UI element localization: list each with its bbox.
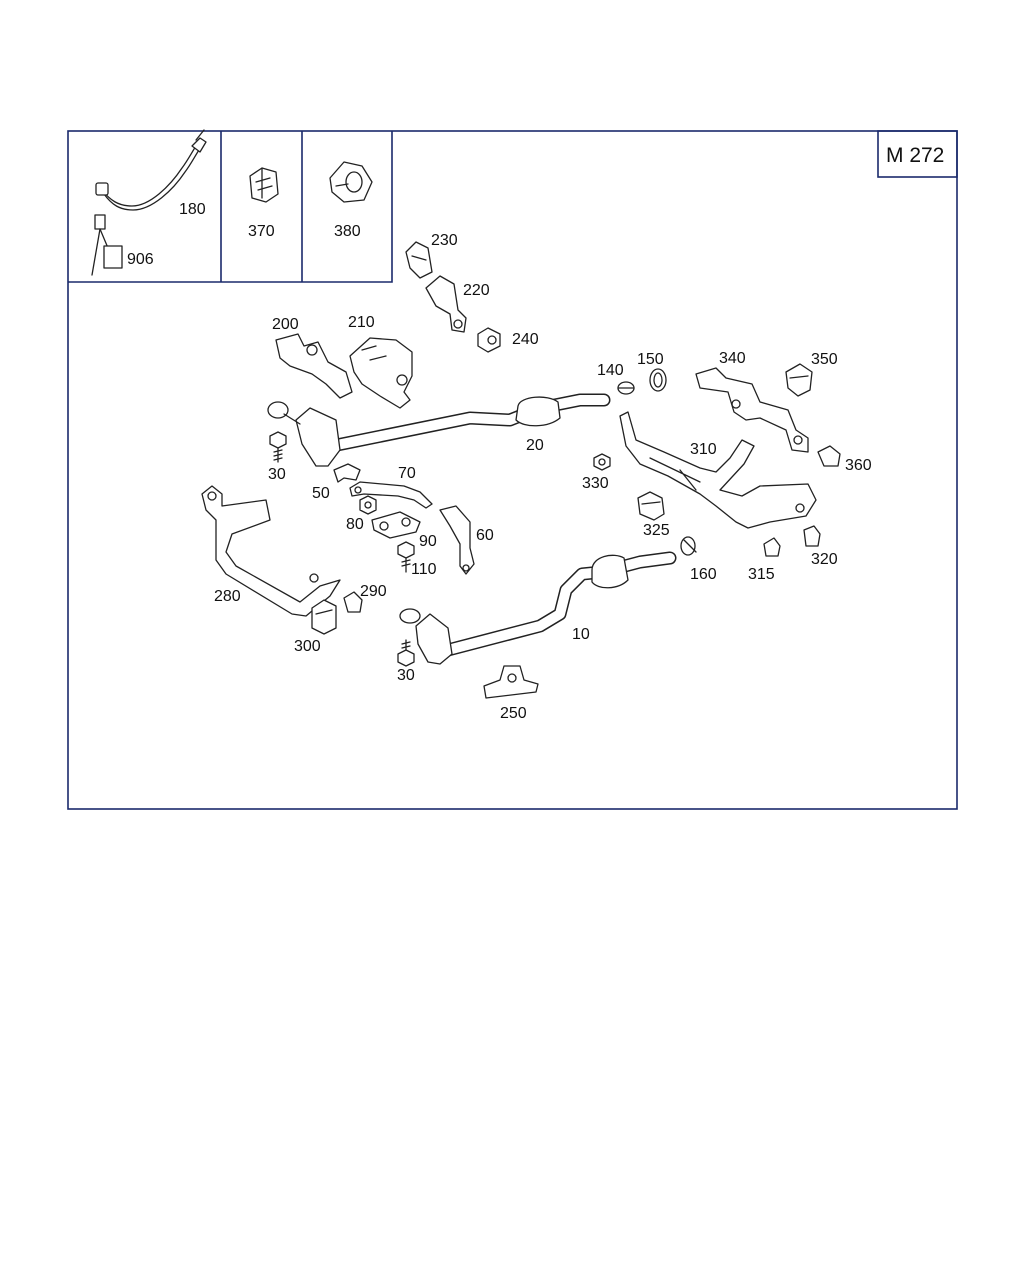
label-50: 50 xyxy=(312,485,330,502)
part-50-clamp[interactable] xyxy=(333,463,361,483)
label-60: 60 xyxy=(476,527,494,544)
part-20-exhaust-pipe[interactable] xyxy=(267,393,611,467)
part-340-bracket[interactable] xyxy=(695,367,809,453)
label-315: 315 xyxy=(748,566,775,583)
part-250-hanger[interactable] xyxy=(483,665,539,699)
part-30-bolt-upper[interactable] xyxy=(269,431,287,463)
label-210: 210 xyxy=(348,314,375,331)
part-210-bracket[interactable] xyxy=(349,337,413,409)
label-290: 290 xyxy=(360,583,387,600)
part-280-bracket[interactable] xyxy=(201,485,341,617)
part-906-connector[interactable] xyxy=(91,214,123,276)
part-180-oxygen-sensor[interactable] xyxy=(95,129,207,211)
label-300: 300 xyxy=(294,638,321,655)
label-380: 380 xyxy=(334,223,361,240)
label-250: 250 xyxy=(500,705,527,722)
label-360: 360 xyxy=(845,457,872,474)
part-230-bracket[interactable] xyxy=(405,241,433,279)
part-220-bracket[interactable] xyxy=(425,275,467,333)
part-315-clip[interactable] xyxy=(763,537,781,557)
label-180: 180 xyxy=(179,201,206,218)
part-200-bracket[interactable] xyxy=(275,333,353,399)
label-906: 906 xyxy=(127,251,154,268)
label-90: 90 xyxy=(419,533,437,550)
label-70: 70 xyxy=(398,465,416,482)
label-30-lower: 30 xyxy=(397,667,415,684)
model-code: M 272 xyxy=(886,144,944,167)
part-380-clamp[interactable] xyxy=(329,161,373,203)
label-200: 200 xyxy=(272,316,299,333)
part-110-bolt[interactable] xyxy=(397,541,415,573)
label-110: 110 xyxy=(411,561,437,578)
label-320: 320 xyxy=(811,551,838,568)
label-330: 330 xyxy=(582,475,609,492)
part-60-bracket[interactable] xyxy=(439,505,475,575)
label-30-upper: 30 xyxy=(268,466,286,483)
part-140-clamp[interactable] xyxy=(617,381,635,395)
label-80: 80 xyxy=(346,516,364,533)
inset-dividers xyxy=(68,131,393,283)
label-220: 220 xyxy=(463,282,490,299)
label-340: 340 xyxy=(719,350,746,367)
part-150-ring[interactable] xyxy=(649,368,667,392)
part-330-bolt[interactable] xyxy=(593,453,611,471)
label-20: 20 xyxy=(526,437,544,454)
label-160: 160 xyxy=(690,566,717,583)
part-240-bolt[interactable] xyxy=(477,327,501,353)
label-10: 10 xyxy=(572,626,590,643)
part-70-bracket[interactable] xyxy=(349,481,433,509)
part-350-clip[interactable] xyxy=(785,363,813,397)
label-310: 310 xyxy=(690,441,717,458)
part-360-clip[interactable] xyxy=(817,445,841,467)
part-290-clip[interactable] xyxy=(343,591,363,613)
part-300-clamp[interactable] xyxy=(311,599,337,635)
label-370: 370 xyxy=(248,223,275,240)
part-80-nut[interactable] xyxy=(359,495,377,515)
label-325: 325 xyxy=(643,522,670,539)
part-30-bolt-lower[interactable] xyxy=(397,639,415,667)
label-230: 230 xyxy=(431,232,458,249)
part-320-clip[interactable] xyxy=(803,525,821,547)
model-code-box xyxy=(877,130,958,178)
part-310-bracket[interactable] xyxy=(619,411,817,529)
label-150: 150 xyxy=(637,351,664,368)
label-240: 240 xyxy=(512,331,539,348)
part-90-gasket[interactable] xyxy=(371,511,421,539)
part-10-exhaust-pipe[interactable] xyxy=(399,551,677,665)
part-160-clamp[interactable] xyxy=(680,536,697,556)
label-280: 280 xyxy=(214,588,241,605)
label-140: 140 xyxy=(597,362,624,379)
part-370-clip[interactable] xyxy=(249,167,279,203)
label-350: 350 xyxy=(811,351,838,368)
diagram-frame xyxy=(67,130,958,810)
part-325-clip[interactable] xyxy=(637,491,665,521)
